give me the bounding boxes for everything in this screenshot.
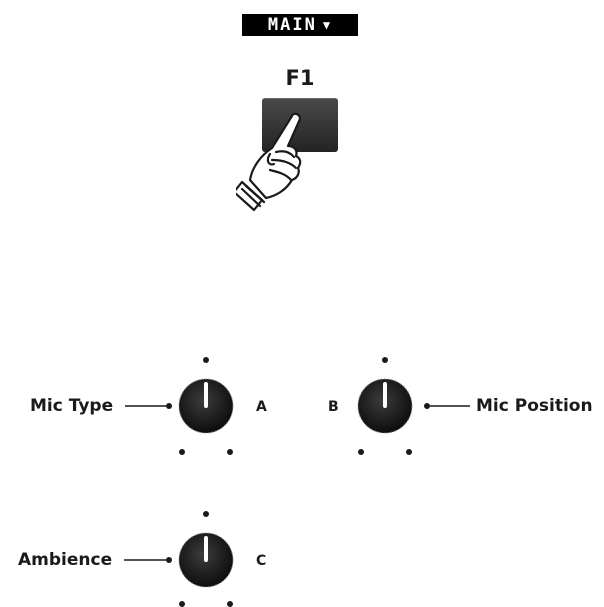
caret-down-icon: ▼ xyxy=(322,18,333,32)
knob-b-letter: B xyxy=(328,399,339,415)
knob-c-letter: C xyxy=(256,553,267,569)
mic-position-leader-dot xyxy=(424,403,430,409)
main-menu-label: MAIN xyxy=(267,15,317,35)
knob-a-top-dot xyxy=(203,357,209,363)
mic-position-label: Mic Position xyxy=(476,396,593,416)
knob-a-left-dot xyxy=(179,449,185,455)
mic-type-leader-dot xyxy=(166,403,172,409)
f1-label: F1 xyxy=(285,66,315,90)
mic-type-label: Mic Type xyxy=(30,396,114,416)
mic-position-knob[interactable] xyxy=(357,357,470,455)
mic-type-knob[interactable] xyxy=(125,357,234,455)
pointing-hand-icon xyxy=(236,112,302,212)
knob-b-right-dot xyxy=(406,449,412,455)
knob-c-top-dot xyxy=(203,511,209,517)
ambience-knob[interactable] xyxy=(124,511,234,607)
knob-b-top-dot xyxy=(382,357,388,363)
knob-a-right-dot xyxy=(227,449,233,455)
ambience-leader-dot xyxy=(166,557,172,563)
knob-b-left-dot xyxy=(358,449,364,455)
ambience-label: Ambience xyxy=(18,550,113,570)
knob-c-left-dot xyxy=(179,601,185,607)
main-menu-tab[interactable]: MAIN ▼ xyxy=(242,14,358,36)
knob-c-right-dot xyxy=(227,601,233,607)
knob-a-letter: A xyxy=(256,399,267,415)
